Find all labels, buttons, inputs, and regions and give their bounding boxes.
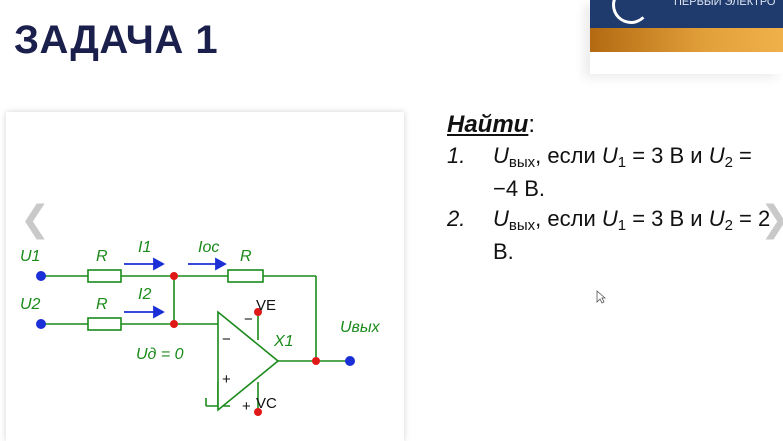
- resistor-r1: [87, 269, 122, 283]
- node-junction-top: [170, 272, 178, 280]
- label-i2: I2: [138, 286, 151, 303]
- label-u2: U2: [20, 296, 41, 313]
- terminal-output: [345, 356, 355, 366]
- corner-banner-white-band: [590, 52, 783, 74]
- node-output: [312, 357, 320, 365]
- task-item-var-u1-sub: 1: [617, 154, 627, 171]
- label-opamp-plus: +: [222, 371, 231, 388]
- task-item-u2-value: = −4 В.: [493, 143, 752, 201]
- task-item-var-u-sub: вых: [508, 154, 536, 171]
- label-vc: VC: [256, 395, 277, 412]
- next-slide-arrow-icon[interactable]: ❯: [760, 202, 783, 238]
- task-item-number: 2.: [447, 206, 466, 231]
- arrow-i2-head: [153, 305, 165, 319]
- task-item-var-u2: U: [708, 143, 725, 168]
- corner-banner: ПЕРВЫЙ ЭЛЕКТРО: [590, 0, 783, 74]
- task-item-condition: , если: [535, 143, 602, 168]
- label-ve-sign: −: [244, 311, 253, 328]
- corner-banner-orange-band: [590, 28, 783, 52]
- task-item-var-u-sub: вых: [508, 217, 536, 234]
- task-item-number: 1.: [447, 143, 466, 168]
- previous-slide-arrow-icon[interactable]: ❮: [20, 199, 51, 240]
- circuit-diagram-panel: U1 U2 R R R I1 I2 Iос Uд = 0 X1 Uвых VE …: [6, 112, 404, 441]
- mouse-cursor-icon: [596, 290, 606, 304]
- label-ve: VE: [256, 297, 276, 314]
- slide-title: ЗАДАЧА 1: [14, 18, 219, 62]
- task-heading-line: Найти:: [447, 111, 783, 139]
- task-heading: Найти: [447, 111, 529, 138]
- task-item-var-u2-sub: 2: [724, 217, 733, 234]
- task-item-var-u: U: [493, 206, 509, 231]
- terminal-input1: [36, 271, 46, 281]
- node-junction-bottom: [170, 320, 178, 328]
- arrow-ioc-head: [215, 257, 227, 271]
- label-vc-sign: +: [242, 398, 251, 415]
- label-i1: I1: [138, 239, 151, 256]
- opamp-triangle: [217, 310, 280, 412]
- label-opamp-minus: −: [222, 331, 231, 348]
- task-item-var-u1: U: [601, 143, 618, 168]
- task-item-var-u2-sub: 2: [724, 154, 733, 171]
- task-item-var-u2: U: [708, 206, 725, 231]
- resistor-r2: [87, 317, 122, 331]
- task-item-2: 2. Uвых, если U1 = 3 В и U2 = 2 В.: [447, 206, 783, 265]
- task-item-condition: , если: [535, 206, 602, 231]
- label-x1: X1: [273, 333, 294, 350]
- task-item-1: 1. Uвых, если U1 = 3 В и U2 = −4 В.: [447, 143, 783, 202]
- label-ud: Uд = 0: [136, 346, 184, 363]
- label-r2: R: [96, 296, 108, 313]
- terminal-input2: [36, 319, 46, 329]
- label-r1: R: [96, 248, 108, 265]
- label-ioc: Iос: [198, 239, 219, 256]
- university-logo-icon: [612, 0, 650, 24]
- corner-banner-text: ПЕРВЫЙ ЭЛЕКТРО: [674, 0, 776, 8]
- label-uout: Uвых: [340, 319, 381, 336]
- task-item-var-u1: U: [601, 206, 618, 231]
- node-supply-top: [254, 308, 262, 316]
- task-item-u1-value: = 3 В и: [626, 143, 709, 168]
- arrow-i1-head: [153, 257, 165, 271]
- corner-banner-blue-band: ПЕРВЫЙ ЭЛЕКТРО: [590, 0, 783, 28]
- task-item-var-u1-sub: 1: [617, 217, 627, 234]
- task-block: Найти: 1. Uвых, если U1 = 3 В и U2 = −4 …: [447, 111, 783, 265]
- task-item-u2-value: = 2 В.: [493, 206, 771, 264]
- resistor-feedback: [227, 269, 264, 283]
- task-item-var-u: U: [493, 143, 509, 168]
- node-supply-bottom: [254, 408, 262, 416]
- circuit-diagram: U1 U2 R R R I1 I2 Iос Uд = 0 X1 Uвых VE …: [20, 239, 381, 416]
- label-r-feedback: R: [240, 248, 252, 265]
- task-item-u1-value: = 3 В и: [626, 206, 709, 231]
- label-u1: U1: [20, 248, 40, 265]
- task-heading-colon: :: [528, 111, 536, 138]
